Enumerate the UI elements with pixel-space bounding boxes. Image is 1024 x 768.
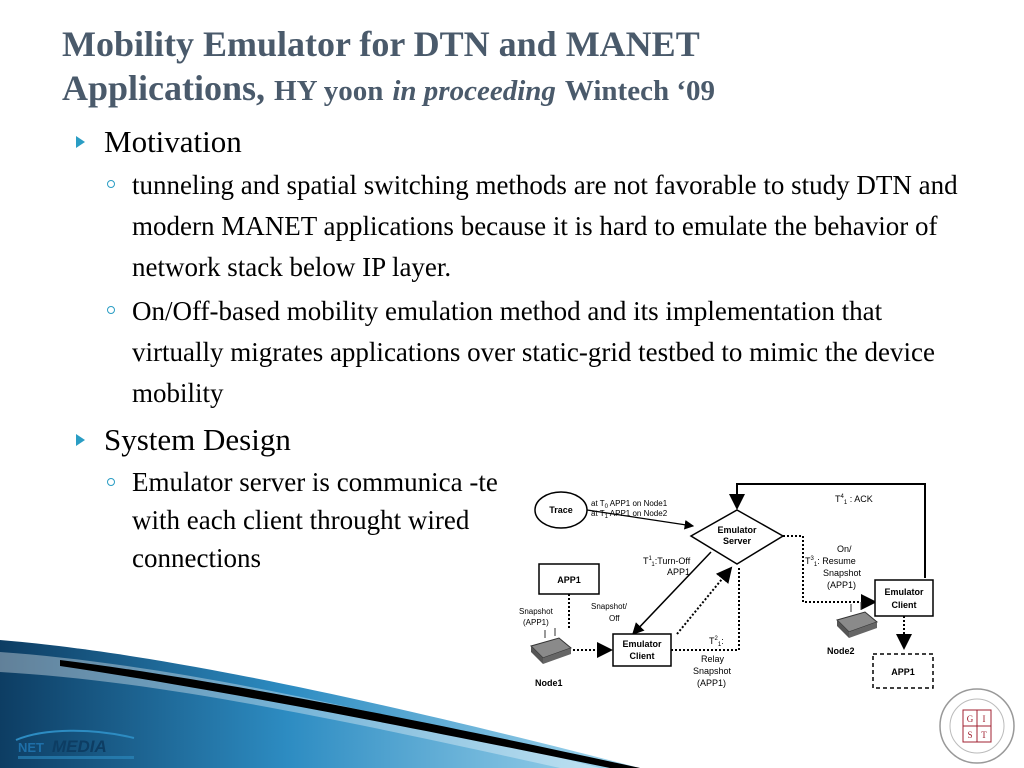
seal-letter-t: T: [981, 730, 987, 740]
bullet-system-design-label: System Design: [104, 422, 291, 457]
turnoff-label: T11:Turn-Off: [643, 556, 691, 568]
title-author: HY yoon: [274, 75, 384, 107]
emulator-client-right: [874, 579, 934, 617]
client-left-1: Emulator: [622, 639, 662, 649]
title-line-2: Applications, HY yoon in proceeding Wint…: [62, 68, 715, 108]
server-label-2: Server: [723, 536, 752, 546]
app1-left-box: [538, 563, 600, 595]
sub-bullet-ring-icon: [107, 478, 115, 486]
turnoff-label-2: APP1: [667, 567, 690, 577]
sub-bullet-ring-icon: [107, 180, 115, 188]
node2-label: Node2: [827, 646, 855, 656]
snapshot-left-2: (APP1): [523, 618, 549, 627]
snapoff-1: Snapshot/: [591, 602, 628, 611]
bullet-arrow-icon: [76, 136, 85, 148]
resume-label-3: (APP1): [827, 580, 856, 590]
emulator-client-left: [612, 633, 672, 667]
decorative-swoosh: [0, 640, 640, 768]
relay-label-0: T21:: [709, 636, 724, 648]
client-right-1: Emulator: [884, 587, 924, 597]
sub-bullet-text: Emulator server is communica -te with ea…: [132, 467, 498, 573]
gist-seal-logo: G I S T: [939, 688, 1015, 764]
seal-letter-s: S: [967, 730, 972, 740]
resume-label-2: Snapshot: [823, 568, 862, 578]
bullet-system-design: System Design: [76, 420, 996, 460]
seal-letter-g: G: [967, 714, 974, 724]
app1-right-label: APP1: [891, 667, 915, 677]
relay-label-3: (APP1): [697, 678, 726, 688]
resume-label-0: On/: [837, 544, 852, 554]
bullet-motivation: Motivation: [76, 122, 996, 162]
trace-note-1: at T0 APP1 on Node1: [591, 499, 668, 510]
app1-left-label: APP1: [557, 575, 581, 585]
title-in-proceeding: in proceeding: [392, 75, 556, 107]
client-left-2: Client: [629, 651, 654, 661]
bullet-list: Motivation tunneling and spatial switchi…: [76, 120, 996, 577]
bullet-motivation-label: Motivation: [104, 124, 242, 159]
node2-device-icon: [836, 602, 878, 638]
node1-label: Node1: [535, 678, 563, 688]
relay-label-2: Snapshot: [693, 666, 732, 676]
sub-bullet-text: On/Off-based mobility emulation method a…: [132, 296, 936, 408]
relay-label-1: Relay: [701, 654, 725, 664]
netmedia-logo: NET MEDIA: [15, 729, 135, 759]
title-main: Applications,: [62, 68, 266, 108]
sub-bullet: On/Off-based mobility emulation method a…: [76, 291, 952, 414]
node1-device-icon: [530, 628, 572, 664]
ack-label: T41 : ACK: [835, 494, 873, 506]
slide-title: Mobility Emulator for DTN and MANET Appl…: [62, 22, 962, 118]
resume-label-1: T31: Resume: [805, 556, 856, 568]
sub-bullet-ring-icon: [107, 306, 115, 314]
trace-label: Trace: [549, 505, 573, 515]
logo-net-text: NET: [18, 740, 44, 755]
emulator-server-node: [689, 509, 785, 565]
title-venue: Wintech ‘09: [564, 75, 715, 107]
trace-note-2: at T1 APP1 on Node2: [591, 509, 668, 520]
logo-media-text: MEDIA: [52, 737, 107, 756]
sub-bullet: tunneling and spatial switching methods …: [76, 165, 992, 288]
system-design-diagram: Trace at T0 APP1 on Node1 at T1 APP1 on …: [519, 483, 934, 689]
client-right-2: Client: [891, 600, 916, 610]
snapoff-2: Off: [609, 614, 620, 623]
server-label-1: Emulator: [717, 525, 757, 535]
sub-bullet-text: tunneling and spatial switching methods …: [132, 170, 958, 282]
seal-letter-i: I: [983, 714, 986, 724]
bullet-arrow-icon: [76, 434, 85, 446]
snapshot-left-1: Snapshot: [519, 607, 554, 616]
trace-node: [534, 491, 588, 529]
app1-right-box: [872, 653, 934, 689]
sub-bullet: Emulator server is communica -te with ea…: [76, 463, 512, 577]
title-line-1: Mobility Emulator for DTN and MANET: [62, 24, 700, 64]
